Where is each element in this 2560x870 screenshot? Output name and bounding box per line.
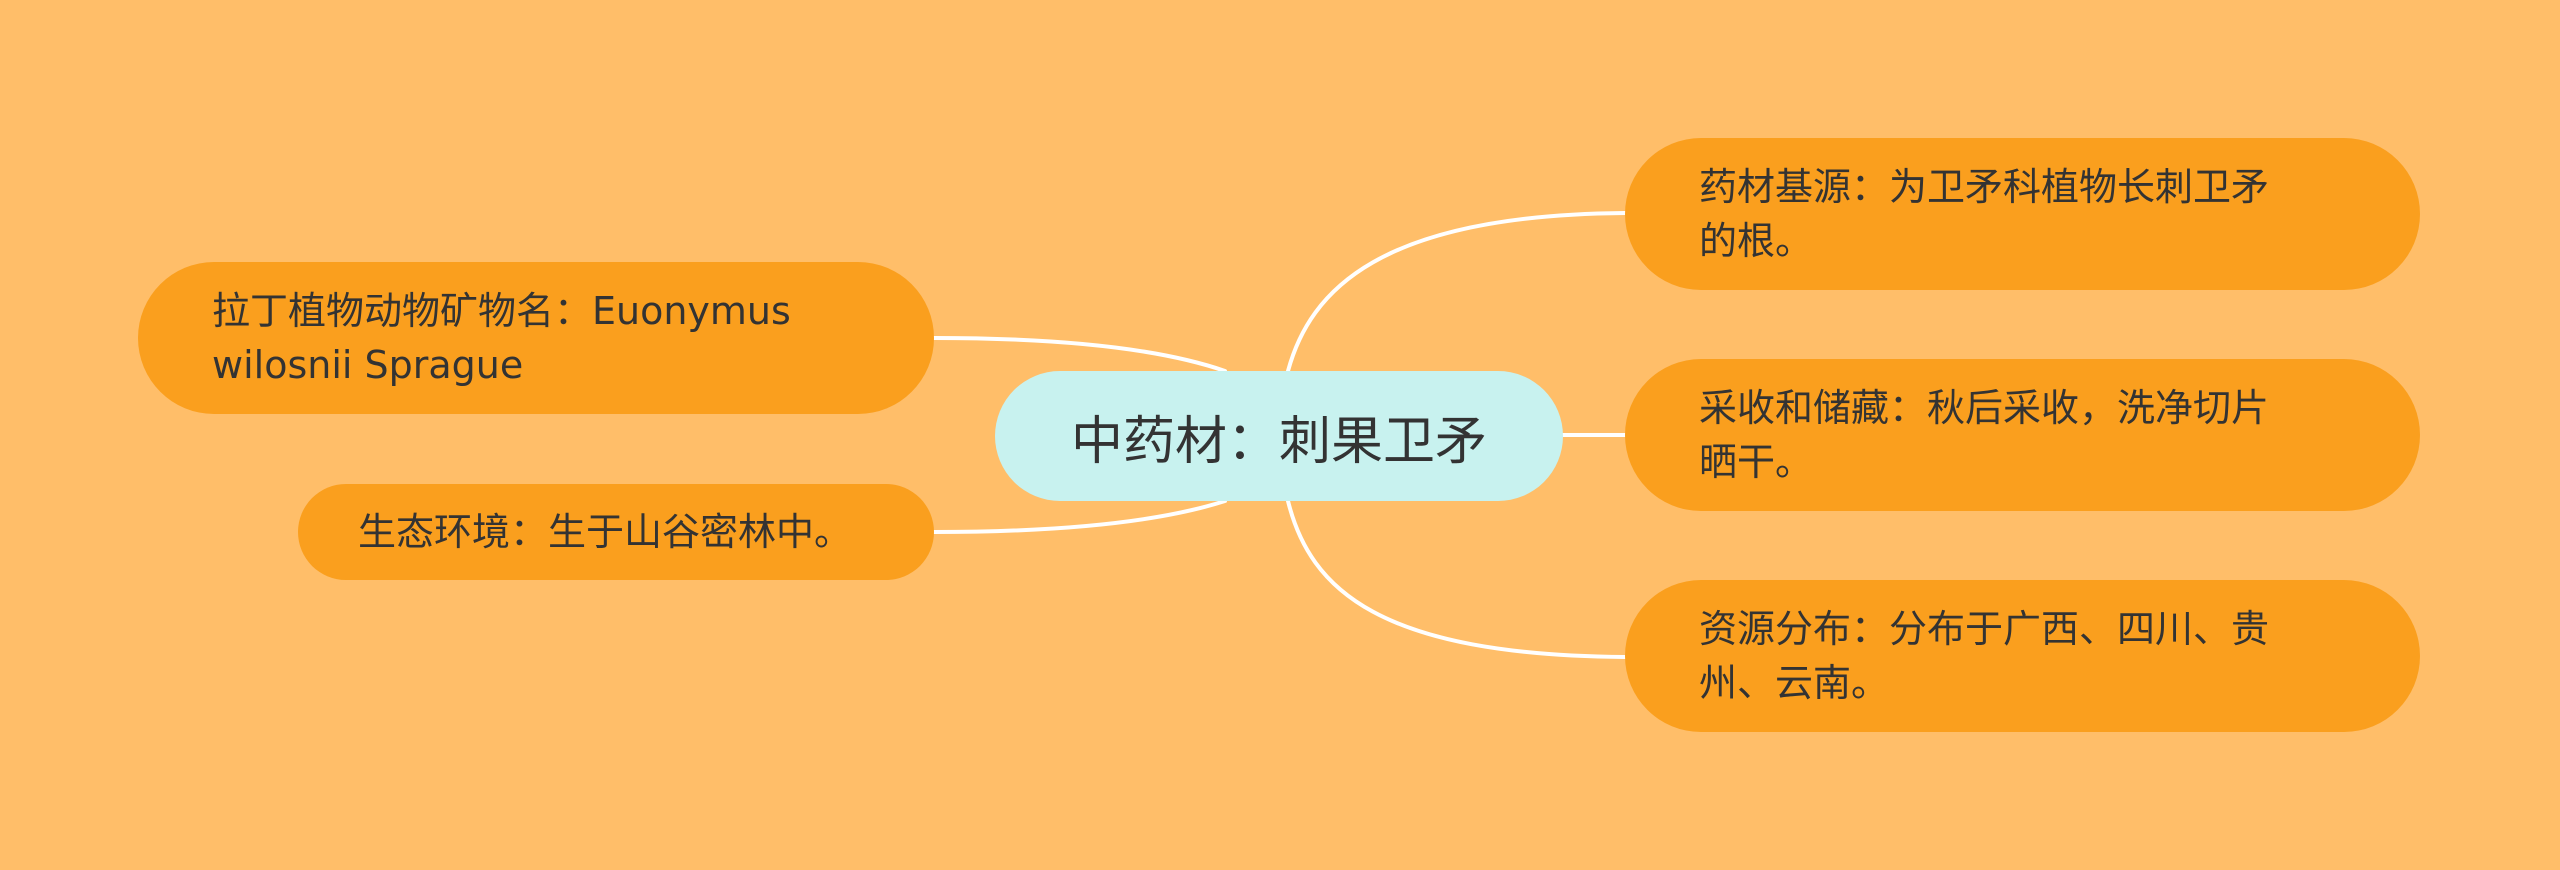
- branch-text: 拉丁植物动物矿物名：Euonymus wilosnii Sprague: [212, 284, 791, 392]
- branch-node-harvest-storage[interactable]: 采收和储藏：秋后采收，洗净切片 晒干。: [1625, 359, 2420, 511]
- center-node-label: 中药材：刺果卫矛: [1070, 411, 1487, 472]
- branch-text-line: 的根。: [1699, 219, 1814, 263]
- branch-text: 采收和储藏：秋后采收，洗净切片 晒干。: [1699, 381, 2269, 489]
- branch-text-line: wilosnii Sprague: [212, 343, 524, 387]
- branch-text-line: 拉丁植物动物矿物名：Euonymus: [212, 289, 791, 333]
- branch-text-line: 资源分布：分布于广西、四川、贵: [1699, 607, 2270, 651]
- branch-text-line: 生态环境：生于山谷密林中。: [358, 510, 853, 554]
- branch-text-line: 州、云南。: [1699, 661, 1890, 705]
- connector-source: [1286, 211, 1627, 373]
- branch-text-line: 药材基源：为卫矛科植物长刺卫矛: [1699, 165, 2270, 209]
- connector-latin-name: [932, 336, 1227, 373]
- branch-node-latin-name[interactable]: 拉丁植物动物矿物名：Euonymus wilosnii Sprague: [138, 262, 934, 414]
- branch-text: 生态环境：生于山谷密林中。: [358, 505, 852, 559]
- branch-text: 资源分布：分布于广西、四川、贵 州、云南。: [1699, 602, 2269, 710]
- branch-text: 药材基源：为卫矛科植物长刺卫矛 的根。: [1699, 160, 2269, 268]
- connector-distribution: [1286, 499, 1627, 659]
- branch-text-line: 采收和储藏：秋后采收，洗净切片: [1699, 386, 2270, 430]
- branch-node-ecology[interactable]: 生态环境：生于山谷密林中。: [298, 484, 934, 580]
- branch-text-line: 晒干。: [1699, 440, 1814, 484]
- center-node[interactable]: 中药材：刺果卫矛: [995, 371, 1563, 501]
- branch-node-distribution[interactable]: 资源分布：分布于广西、四川、贵 州、云南。: [1625, 580, 2420, 732]
- branch-node-source[interactable]: 药材基源：为卫矛科植物长刺卫矛 的根。: [1625, 138, 2420, 290]
- connector-ecology: [932, 499, 1227, 534]
